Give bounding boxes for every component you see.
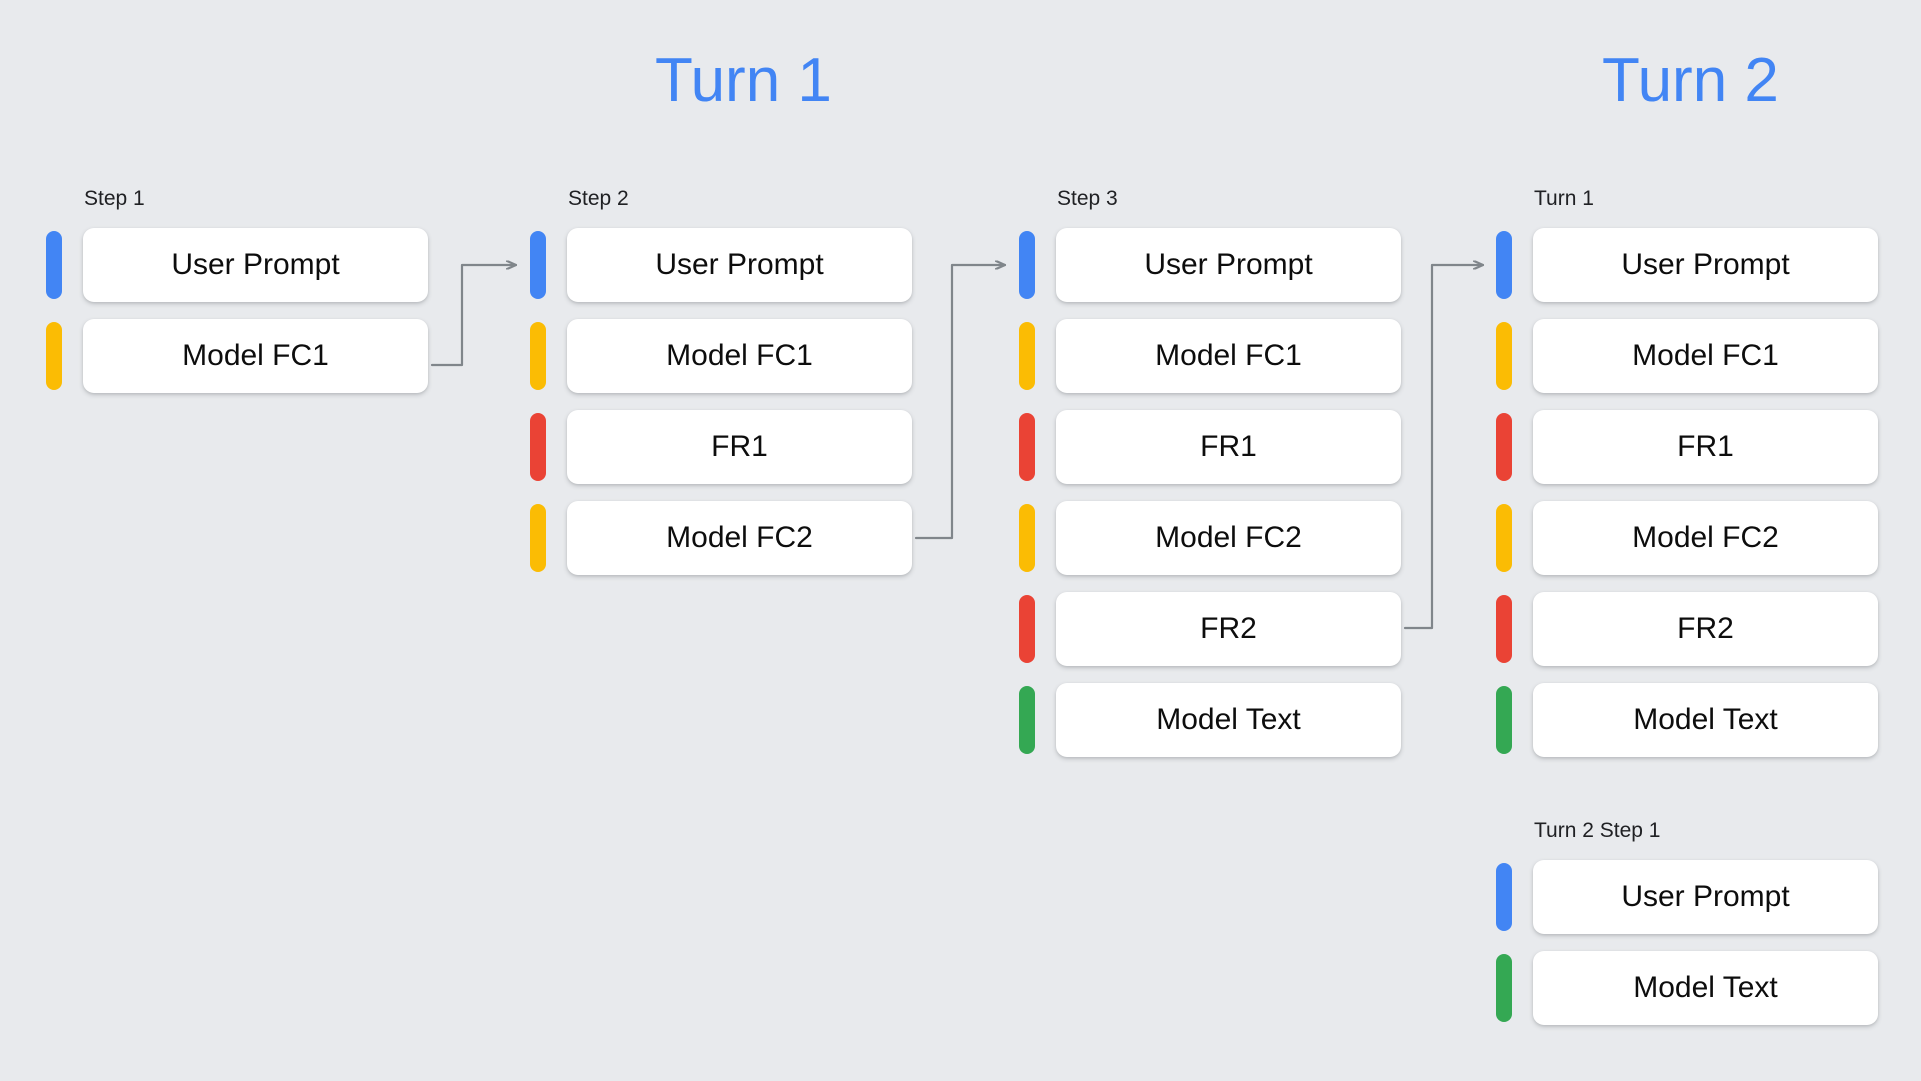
status-bar-function-response <box>1496 413 1512 481</box>
status-bar-model-fc <box>530 504 546 572</box>
card-model-fc2[interactable]: Model FC2 <box>1533 501 1878 575</box>
card-label: Model Text <box>1633 971 1778 1004</box>
status-bar-user-prompt <box>1496 231 1512 299</box>
status-bar-function-response <box>530 413 546 481</box>
group-label-step-1: Step 1 <box>84 187 145 210</box>
status-bar-model-fc <box>1019 504 1035 572</box>
card-label: Model FC1 <box>1632 339 1779 372</box>
status-bar-model-text <box>1496 954 1512 1022</box>
card-label: FR1 <box>711 430 768 463</box>
status-bar-model-text <box>1496 686 1512 754</box>
card-label: User Prompt <box>171 248 340 281</box>
card-fr1[interactable]: FR1 <box>1533 410 1878 484</box>
card-model-fc2[interactable]: Model FC2 <box>1056 501 1401 575</box>
group-label-step-3: Step 3 <box>1057 187 1118 210</box>
card-label: FR2 <box>1200 612 1257 645</box>
card-user-prompt[interactable]: User Prompt <box>1533 228 1878 302</box>
status-bar-user-prompt <box>46 231 62 299</box>
status-bar-model-fc <box>1496 504 1512 572</box>
card-label: Model FC1 <box>182 339 329 372</box>
status-bar-function-response <box>1019 413 1035 481</box>
card-model-fc1[interactable]: Model FC1 <box>1533 319 1878 393</box>
status-bar-user-prompt <box>530 231 546 299</box>
group-label-step-2: Step 2 <box>568 187 629 210</box>
card-model-fc1[interactable]: Model FC1 <box>83 319 428 393</box>
status-bar-model-fc <box>1496 322 1512 390</box>
group-label-turn-2-step-1: Turn 2 Step 1 <box>1534 819 1661 842</box>
card-label: Model FC1 <box>666 339 813 372</box>
card-user-prompt[interactable]: User Prompt <box>1056 228 1401 302</box>
turn-2-heading: Turn 2 <box>1602 46 1779 115</box>
card-label: Model Text <box>1156 703 1301 736</box>
card-model-fc1[interactable]: Model FC1 <box>567 319 912 393</box>
card-label: Model FC2 <box>1155 521 1302 554</box>
status-bar-model-fc <box>530 322 546 390</box>
status-bar-function-response <box>1496 595 1512 663</box>
card-label: Model FC2 <box>1632 521 1779 554</box>
card-model-text[interactable]: Model Text <box>1533 683 1878 757</box>
card-label: Model FC2 <box>666 521 813 554</box>
card-model-fc2[interactable]: Model FC2 <box>567 501 912 575</box>
status-bar-model-fc <box>1019 322 1035 390</box>
card-model-fc1[interactable]: Model FC1 <box>1056 319 1401 393</box>
turn-1-heading: Turn 1 <box>655 46 832 115</box>
status-bar-model-text <box>1019 686 1035 754</box>
card-label: User Prompt <box>1144 248 1313 281</box>
card-label: FR1 <box>1677 430 1734 463</box>
card-user-prompt[interactable]: User Prompt <box>1533 860 1878 934</box>
card-label: FR1 <box>1200 430 1257 463</box>
card-model-text[interactable]: Model Text <box>1056 683 1401 757</box>
card-user-prompt[interactable]: User Prompt <box>83 228 428 302</box>
status-bar-function-response <box>1019 595 1035 663</box>
card-label: User Prompt <box>1621 248 1790 281</box>
card-label: FR2 <box>1677 612 1734 645</box>
status-bar-model-fc <box>46 322 62 390</box>
card-fr1[interactable]: FR1 <box>567 410 912 484</box>
card-user-prompt[interactable]: User Prompt <box>567 228 912 302</box>
card-fr2[interactable]: FR2 <box>1056 592 1401 666</box>
card-fr2[interactable]: FR2 <box>1533 592 1878 666</box>
group-label-turn-1: Turn 1 <box>1534 187 1594 210</box>
card-model-text[interactable]: Model Text <box>1533 951 1878 1025</box>
card-fr1[interactable]: FR1 <box>1056 410 1401 484</box>
card-label: User Prompt <box>655 248 824 281</box>
card-label: Model FC1 <box>1155 339 1302 372</box>
card-label: Model Text <box>1633 703 1778 736</box>
status-bar-user-prompt <box>1019 231 1035 299</box>
card-label: User Prompt <box>1621 880 1790 913</box>
status-bar-user-prompt <box>1496 863 1512 931</box>
